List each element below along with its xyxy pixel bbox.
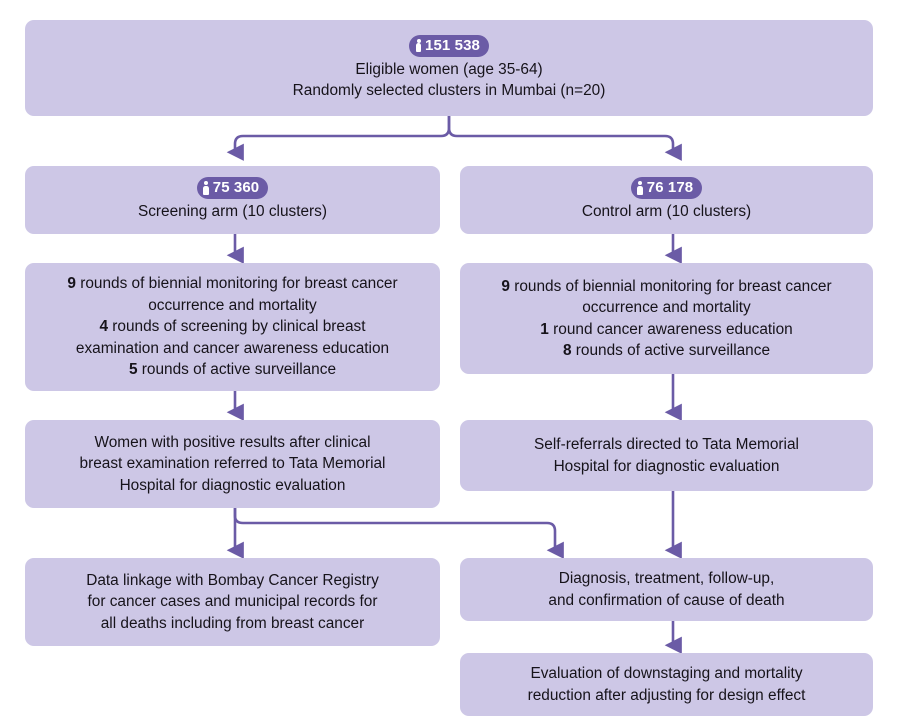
node-line: Hospital for diagnostic evaluation bbox=[119, 476, 346, 494]
node-line: for cancer cases and municipal records f… bbox=[87, 593, 378, 611]
node-line: Randomly selected clusters in Mumbai (n=… bbox=[292, 82, 606, 99]
node-evaluation[interactable]: Evaluation of downstaging and mortality … bbox=[460, 653, 873, 716]
node-line: Eligible women (age 35-64) bbox=[355, 60, 543, 78]
round-count: 4 bbox=[99, 318, 109, 336]
person-icon bbox=[637, 181, 644, 195]
node-line: 4 rounds of screening by clinical breast bbox=[99, 318, 366, 336]
node-line: breast examination referred to Tata Memo… bbox=[79, 455, 386, 473]
node-data-linkage[interactable]: Data linkage with Bombay Cancer Registry… bbox=[25, 558, 440, 646]
node-screening-referral[interactable]: Women with positive results after clinic… bbox=[25, 420, 440, 508]
node-control-rounds[interactable]: 9 rounds of biennial monitoring for brea… bbox=[460, 263, 873, 374]
badge-value: 76 178 bbox=[646, 179, 694, 197]
node-control-referral[interactable]: Self-referrals directed to Tata Memorial… bbox=[460, 420, 873, 491]
connector-screening-referral-to-diagnosis bbox=[233, 508, 564, 559]
node-line: 9 rounds of biennial monitoring for brea… bbox=[67, 275, 398, 293]
connector-eligible-split bbox=[226, 116, 451, 161]
node-line: reduction after adjusting for design eff… bbox=[527, 686, 806, 704]
node-screening-rounds[interactable]: 9 rounds of biennial monitoring for brea… bbox=[25, 263, 440, 391]
node-line: 5 rounds of active surveillance bbox=[128, 361, 337, 379]
node-eligible-women[interactable]: 151 538 Eligible women (age 35-64) Rando… bbox=[25, 20, 873, 116]
node-line: Screening arm (10 clusters) bbox=[137, 203, 328, 221]
node-line: 9 rounds of biennial monitoring for brea… bbox=[501, 277, 832, 295]
node-line: examination and cancer awareness educati… bbox=[75, 339, 390, 357]
node-diagnosis[interactable]: Diagnosis, treatment, follow-up, and con… bbox=[460, 558, 873, 621]
round-count: 9 bbox=[501, 277, 510, 295]
round-count: 8 bbox=[562, 342, 572, 359]
badge-value: 75 360 bbox=[212, 179, 260, 197]
round-count: 5 bbox=[128, 361, 138, 379]
node-control-arm[interactable]: 76 178 Control arm (10 clusters) bbox=[460, 166, 873, 234]
node-line: occurrence and mortality bbox=[582, 299, 751, 316]
badge-eligible-count: 151 538 bbox=[409, 34, 489, 57]
node-line: Self-referrals directed to Tata Memorial bbox=[534, 436, 799, 453]
person-icon bbox=[415, 38, 422, 52]
node-screening-arm[interactable]: 75 360 Screening arm (10 clusters) bbox=[25, 166, 440, 234]
node-line: 1 round cancer awareness education bbox=[540, 320, 793, 338]
node-line: Control arm (10 clusters) bbox=[581, 203, 752, 221]
node-line: Diagnosis, treatment, follow-up, bbox=[558, 570, 775, 587]
node-line: Hospital for diagnostic evaluation bbox=[553, 457, 780, 475]
round-count: 9 bbox=[67, 275, 76, 293]
person-icon bbox=[203, 181, 210, 195]
node-line: Evaluation of downstaging and mortality bbox=[530, 665, 803, 682]
round-count: 1 bbox=[540, 320, 549, 338]
node-line: 8 rounds of active surveillance bbox=[562, 342, 771, 359]
node-line: and confirmation of cause of death bbox=[548, 591, 785, 609]
node-line: all deaths including from breast cancer bbox=[100, 614, 365, 632]
connector-eligible-to-control bbox=[447, 116, 682, 161]
badge-screening-count: 75 360 bbox=[196, 177, 269, 200]
badge-value: 151 538 bbox=[425, 36, 480, 54]
node-line: occurrence and mortality bbox=[148, 296, 317, 314]
node-line: Data linkage with Bombay Cancer Registry bbox=[86, 571, 379, 589]
badge-control-count: 76 178 bbox=[630, 177, 703, 200]
node-line: Women with positive results after clinic… bbox=[94, 433, 371, 451]
